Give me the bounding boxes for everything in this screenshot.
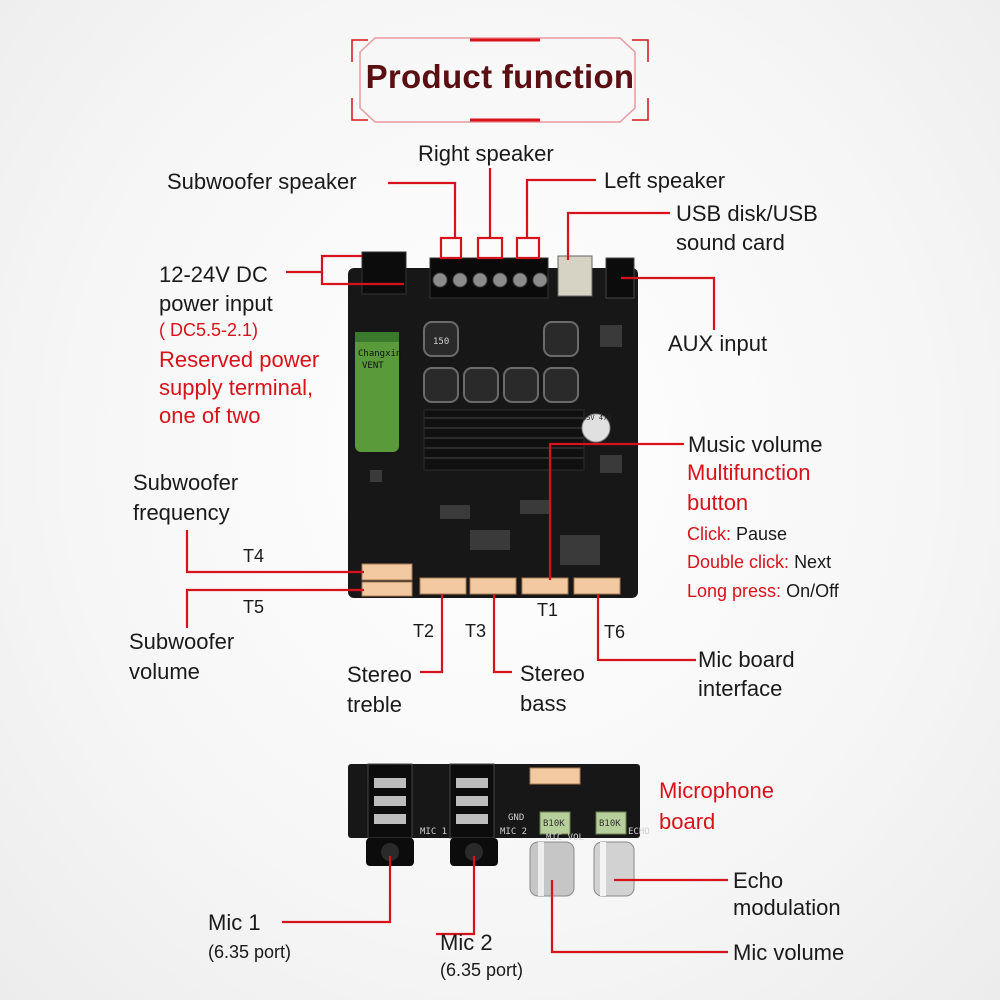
label-t5: T5 [243, 597, 265, 617]
label-long-press: Long press: On/Off [687, 579, 839, 603]
label-subwoofer-speaker: Subwoofer speaker [167, 169, 357, 194]
label-bass-line2: bass [520, 691, 567, 716]
title-frame [351, 37, 649, 123]
silk-cap-brand: Changxin [358, 349, 401, 359]
silk-micvol: MIC VOL [546, 833, 584, 843]
dc-jack [361, 251, 407, 295]
label-mic-board-line1: Microphone [659, 778, 774, 803]
label-long-press-key: Long press: [687, 581, 782, 601]
label-dc-line2: power input [159, 291, 273, 316]
silk-inductor: 150 [433, 337, 449, 347]
label-double-click-key: Double click: [687, 552, 790, 572]
silk-gnd: GND [508, 813, 524, 823]
label-double-click: Double click: Next [687, 550, 831, 574]
silk-mic2: MIC 2 [500, 827, 527, 837]
label-mic2: Mic 2 [440, 930, 493, 955]
label-mic-volume: Mic volume [733, 940, 845, 965]
label-mic-if-line1: Mic board [698, 647, 795, 672]
label-usb-line1: USB disk/USB [676, 201, 818, 226]
label-aux-input: AUX input [668, 331, 768, 356]
silk-echo: ECHO [628, 827, 650, 837]
label-long-press-value: On/Off [786, 581, 839, 601]
label-bass-line1: Stereo [520, 661, 585, 686]
label-click: Click: Pause [687, 522, 787, 546]
label-mic-board-line2: board [659, 809, 716, 834]
bottom-connectors [361, 563, 621, 597]
label-t2: T2 [413, 621, 435, 641]
label-sub-vol-line1: Subwoofer [129, 629, 235, 654]
inductors [423, 321, 579, 403]
silk-cap-small: 35V 470 [582, 414, 612, 422]
label-multifunction-line2: button [687, 490, 749, 515]
label-left-speaker: Left speaker [604, 168, 726, 193]
label-mic1-port: (6.35 port) [208, 942, 292, 962]
label-click-value: Pause [736, 524, 788, 544]
label-treble-line2: treble [347, 692, 403, 717]
microphone-board [348, 763, 640, 897]
label-treble-line1: Stereo [347, 662, 412, 687]
label-t1: T1 [537, 600, 559, 620]
label-t4: T4 [243, 546, 265, 566]
label-dc-spec: ( DC5.5-2.1) [159, 320, 259, 340]
label-multifunction-line1: Multifunction [687, 460, 811, 485]
silk-mic1: MIC 1 [420, 827, 447, 837]
heatsink [423, 409, 585, 471]
label-echo-line2: modulation [733, 895, 841, 920]
silk-pot-2: B10K [599, 819, 621, 829]
label-t6: T6 [604, 622, 626, 642]
label-echo-line1: Echo [733, 868, 784, 893]
leader-lines [185, 168, 728, 954]
speaker-terminal-block [429, 257, 549, 299]
label-right-speaker: Right speaker [418, 141, 554, 166]
label-sub-freq-line2: frequency [133, 500, 230, 525]
page-title: Product function [365, 58, 635, 95]
label-click-key: Click: [687, 524, 731, 544]
label-double-click-value: Next [794, 552, 832, 572]
label-reserved-line3: one of two [159, 403, 261, 428]
capacitor-1 [355, 332, 399, 452]
capacitor-small [581, 413, 611, 443]
label-mic1: Mic 1 [208, 910, 261, 935]
label-t3: T3 [465, 621, 487, 641]
label-usb-line2: sound card [676, 230, 785, 255]
silk-cap-spec: VENT [362, 361, 384, 371]
silk-pot-1: B10K [543, 819, 565, 829]
label-reserved-line2: supply terminal, [159, 375, 314, 400]
label-sub-freq-line1: Subwoofer [133, 470, 239, 495]
label-mic2-port: (6.35 port) [440, 960, 524, 980]
label-music-volume: Music volume [688, 432, 823, 457]
usb-connector [557, 255, 593, 297]
label-dc-line1: 12-24V DC [159, 262, 268, 287]
label-reserved-line1: Reserved power [159, 347, 320, 372]
amplifier-board [348, 251, 638, 598]
label-sub-vol-line2: volume [129, 659, 200, 684]
label-mic-if-line2: interface [698, 676, 783, 701]
mic-board-connector [529, 767, 581, 785]
